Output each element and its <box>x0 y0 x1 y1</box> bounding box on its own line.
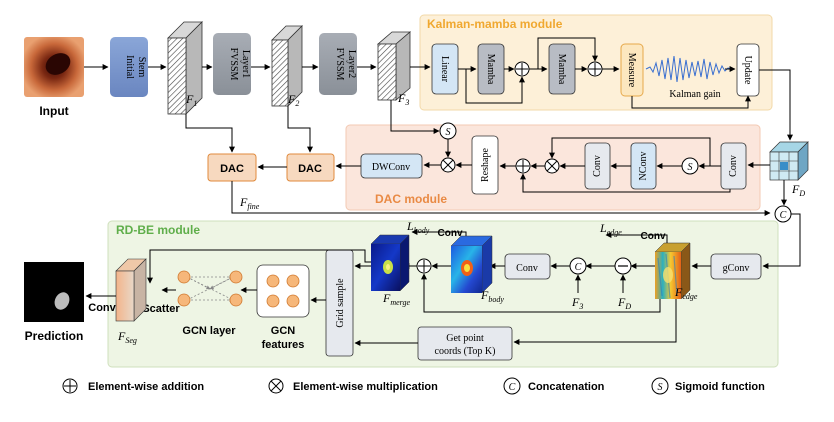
input-image-lumen <box>45 53 71 75</box>
dac-conv-mid-label: Conv <box>592 155 603 177</box>
svg-text:FVSSM: FVSSM <box>228 48 239 81</box>
svg-text:Layer1: Layer1 <box>240 50 251 78</box>
legend-add-label: Element-wise addition <box>88 381 204 393</box>
fbody-heatmap <box>450 235 493 294</box>
fedge-label: Fedge <box>674 285 698 301</box>
kalman-gain-label: Kalman gain <box>669 89 720 100</box>
conv-lbody-label: Conv <box>438 228 463 239</box>
gcn-layer-graph <box>177 270 243 307</box>
legend-mul-label: Element-wise multiplication <box>293 381 438 393</box>
f3-concat-label: F3 <box>571 295 583 311</box>
f1-label: F1 <box>185 92 197 108</box>
get-point-line2: coords (Top K) <box>435 346 496 357</box>
get-point-line1: Get point <box>446 333 484 344</box>
update-label: Update <box>742 56 753 85</box>
svg-text:C: C <box>509 382 516 393</box>
fvssm2-line2: Layer2 <box>346 50 357 78</box>
svg-text:C: C <box>780 210 787 221</box>
legend: Element-wise addition Element-wise multi… <box>62 377 765 395</box>
gcn-layer-label: GCN layer <box>182 325 236 337</box>
dac-module-title: DAC module <box>375 192 447 206</box>
initial-stem-line2: Stem <box>136 57 147 78</box>
prediction-label: Prediction <box>25 329 84 343</box>
fvssm-layer2-block <box>319 33 357 95</box>
gcn-features-block <box>256 264 310 318</box>
fbody-label: Fbody <box>480 288 504 304</box>
prediction-mask <box>54 292 70 310</box>
legend-sigmoid-label: Sigmoid function <box>675 381 765 393</box>
dwconv-label: DWConv <box>372 162 410 173</box>
fseg-label: FSeg <box>117 329 137 345</box>
linear-label: Linear <box>439 56 450 83</box>
rd-conv-label: Conv <box>516 263 538 274</box>
gcn-features-line2: features <box>262 339 305 351</box>
fmerge-heatmap <box>370 234 410 292</box>
svg-text:S: S <box>688 162 693 173</box>
svg-text:Initial: Initial <box>124 55 135 79</box>
fvssm1-line2: Layer1 <box>240 50 251 78</box>
kalman-module-title: Kalman-mamba module <box>427 17 563 31</box>
grid-sample-label: Grid sample <box>335 278 346 328</box>
mamba1-label: Mamba <box>485 54 496 85</box>
fd-minus-label: FD <box>617 295 631 311</box>
svg-text:Layer2: Layer2 <box>346 50 357 78</box>
dac-conv-right-label: Conv <box>728 155 739 177</box>
conv-ledge-label: Conv <box>641 231 666 242</box>
legend-concat-icon <box>503 377 521 395</box>
fseg-feature-map <box>115 258 147 322</box>
prediction-image <box>24 262 84 322</box>
f2-label: F2 <box>287 92 299 108</box>
fd-feature-cube <box>769 141 809 181</box>
ledge-label: Ledge <box>599 221 622 237</box>
svg-text:S: S <box>446 127 451 138</box>
fd-label: FD <box>791 182 805 198</box>
fvssm2-line1: FVSSM <box>334 48 345 81</box>
rdbe-module-title: RD-BE module <box>116 223 200 237</box>
legend-sigmoid-icon <box>651 377 669 395</box>
svg-text:Stem: Stem <box>136 57 147 78</box>
legend-concat-label: Concatenation <box>528 381 605 393</box>
kalman-gain-waveform <box>645 55 735 83</box>
input-label: Input <box>39 104 68 118</box>
initial-stem-block <box>110 37 148 97</box>
conv-out-label: Conv <box>88 302 116 314</box>
measure-label: Measure <box>626 53 637 88</box>
f3-label: F3 <box>397 91 409 107</box>
ffine-label: Ffine <box>239 195 260 211</box>
svg-text:S: S <box>658 382 663 393</box>
scatter-label: Scatter <box>142 303 180 315</box>
fedge-heatmap <box>654 242 691 300</box>
fvssm1-line1: FVSSM <box>228 48 239 81</box>
dac-block-2-label: DAC <box>298 163 322 175</box>
fvssm-layer1-block <box>213 33 251 95</box>
gcn-features-line1: GCN <box>271 325 296 337</box>
reshape-label: Reshape <box>480 148 491 182</box>
gconv-label: gConv <box>723 263 750 274</box>
dac-block-1-label: DAC <box>220 163 244 175</box>
rdbe-module-bg <box>107 220 779 368</box>
initial-stem-line1: Initial <box>124 55 135 79</box>
svg-text:C: C <box>575 262 582 273</box>
lbody-label: Lbody <box>406 219 430 235</box>
mamba2-label: Mamba <box>556 54 567 85</box>
fmerge-label: Fmerge <box>382 291 410 307</box>
nconv-label: NConv <box>638 152 649 181</box>
svg-text:FVSSM: FVSSM <box>334 48 345 81</box>
